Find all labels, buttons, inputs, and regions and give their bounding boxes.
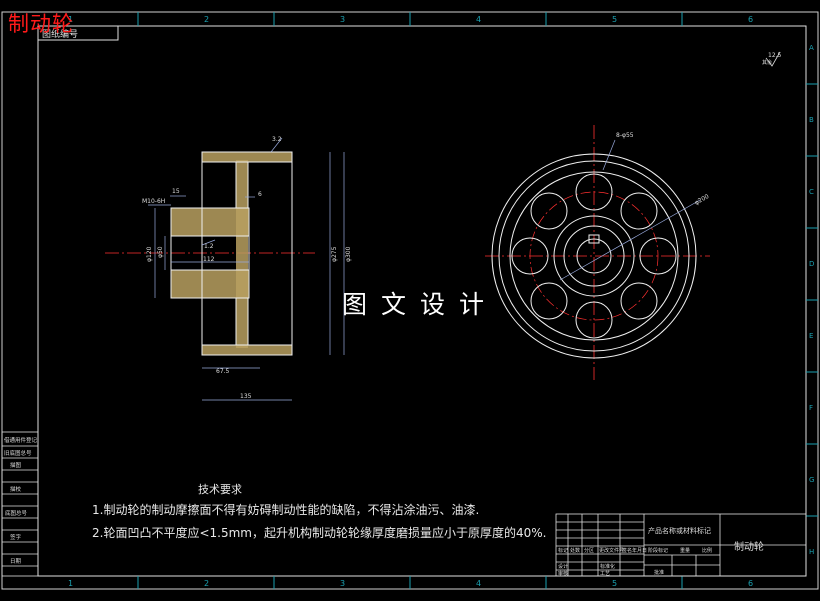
side-row: 日期 — [10, 558, 22, 565]
roughness-symbol: 12.5 其余 — [762, 51, 782, 67]
zone-labels-top: 1 2 3 4 5 6 — [68, 15, 753, 24]
tb-count: 处数 — [570, 547, 580, 554]
row-label: D — [809, 260, 814, 268]
rim-top — [202, 152, 292, 162]
rough-rest: 其余 — [762, 59, 772, 66]
rough-value: 12.5 — [768, 52, 782, 59]
tb-drawing-name: 制动轮 — [734, 540, 764, 553]
tb-stage: 阶段标记 — [648, 547, 668, 554]
col-label: 6 — [748, 15, 753, 24]
dim-112: 112 — [203, 256, 215, 263]
tb-scale: 比例 — [702, 547, 712, 554]
tb-marker: 标记 — [558, 547, 568, 554]
col-label: 3 — [340, 15, 345, 24]
dim-135: 135 — [240, 393, 252, 400]
hub-bottom — [171, 270, 249, 298]
corner-box — [37, 25, 119, 41]
side-row: 旧底图总号 — [4, 449, 32, 457]
dim-m10: M10-6H — [142, 198, 165, 205]
row-label: F — [809, 404, 813, 412]
dim-3-2: 3.2 — [272, 136, 282, 143]
side-table — [1, 431, 39, 577]
tb-change-no: 更改文件号 — [599, 547, 624, 554]
dim-phi50: φ50 — [157, 246, 164, 258]
side-row: 底图总号 — [5, 509, 28, 517]
tb-approver: 批准 — [654, 569, 664, 576]
corner-label: 图纸编号 — [42, 28, 78, 40]
dim-phi200: φ200 — [694, 193, 711, 207]
tb-checker: 审核 — [558, 570, 568, 577]
col-label: 6 — [748, 579, 753, 588]
dim-67-5: 67.5 — [216, 368, 230, 375]
tb-designer: 设计 — [558, 563, 568, 570]
dim-holes: 8-φ55 — [616, 132, 634, 139]
col-label: 4 — [476, 579, 481, 588]
row-label: H — [809, 548, 814, 556]
zone-labels-right: A B C D E F G H — [809, 44, 814, 556]
side-row: 签字 — [10, 533, 22, 541]
row-label: C — [809, 188, 814, 196]
dim-phi275: φ275 — [331, 246, 338, 262]
side-row: 描校 — [10, 485, 22, 493]
zone-ticks — [137, 12, 818, 589]
dim-1-2: 1.2 — [204, 243, 214, 250]
col-label: 3 — [340, 579, 345, 588]
side-row: 借通用件登记 — [4, 436, 38, 444]
tb-company: 产品名称或材料标记 — [648, 526, 711, 535]
hub-top — [171, 208, 249, 236]
dim-6: 6 — [258, 191, 262, 198]
dim-phi120: φ120 — [146, 246, 153, 262]
tb-date: 年月日 — [632, 547, 647, 554]
side-row: 描图 — [10, 461, 22, 469]
tb-zone: 分区 — [584, 547, 594, 554]
dim-15: 15 — [172, 188, 180, 195]
col-label: 2 — [204, 15, 209, 24]
note-2: 2.轮面凹凸不平度应<1.5mm，起升机构制动轮轮缘厚度磨损量应小于原厚度的40… — [92, 526, 547, 540]
brand-text: 图文设计 — [342, 290, 499, 319]
tb-process: 工艺 — [600, 571, 610, 577]
front-view: 8-φ55 φ200 — [485, 125, 711, 380]
notes-title: 技术要求 — [198, 483, 242, 496]
col-label: 1 — [68, 579, 73, 588]
section-view: M10-6H 15 6 1.2 3.2 112 67.5 135 φ120 φ5… — [105, 136, 352, 401]
col-label: 4 — [476, 15, 481, 24]
note-1: 1.制动轮的制动摩擦面不得有妨碍制动性能的缺陷，不得沾涂油污、油漆. — [92, 503, 480, 517]
row-label: A — [809, 44, 814, 52]
col-label: 2 — [204, 579, 209, 588]
watermark: 制动轮 — [8, 12, 74, 36]
col-label: 5 — [612, 579, 617, 588]
col-label: 1 — [68, 15, 73, 24]
tb-std: 标准化 — [600, 563, 615, 570]
row-label: B — [809, 116, 814, 124]
rim-bottom — [202, 345, 292, 355]
col-label: 5 — [612, 15, 617, 24]
inner-frame — [37, 25, 807, 577]
tb-weight: 重量 — [680, 547, 690, 554]
row-label: G — [809, 476, 814, 484]
tb-signature: 签名 — [622, 547, 632, 554]
web — [236, 160, 248, 348]
row-label: E — [809, 332, 813, 340]
zone-labels-bottom: 1 2 3 4 5 6 — [68, 579, 753, 588]
dim-phi300: φ300 — [345, 246, 352, 262]
title-block — [555, 513, 807, 577]
